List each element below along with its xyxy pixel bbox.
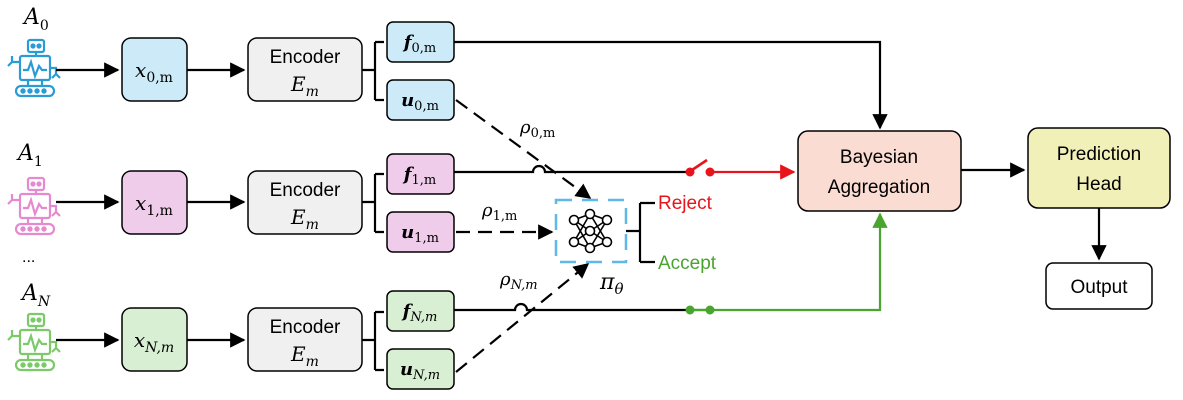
svg-text:fN,m: fN,m: [401, 301, 438, 325]
svg-text:A1: A1: [16, 141, 43, 170]
decision-bracket: [626, 201, 655, 264]
svg-text:Head: Head: [1076, 174, 1121, 195]
encoder-box-0: Encoder Em: [247, 37, 363, 102]
svg-text:AN: AN: [20, 281, 51, 310]
neural-network-icon: [568, 208, 613, 254]
svg-text:x0,m: x0,m: [135, 58, 173, 86]
encoder-fanout: [362, 40, 384, 372]
svg-text:Em: Em: [290, 205, 319, 233]
svg-text:u1,m: u1,m: [401, 222, 439, 246]
uncertainty-path-n: [455, 263, 590, 373]
uncertainty-box-n: uN,m: [386, 348, 455, 390]
uncertainty-box-1: u1,m: [386, 211, 455, 253]
svg-text:Em: Em: [290, 342, 319, 370]
input-arrows: [56, 62, 246, 348]
svg-text:u0,m: u0,m: [401, 90, 439, 114]
svg-text:xN,m: xN,m: [134, 328, 174, 356]
encoder-box-n: Encoder Em: [247, 307, 363, 372]
svg-text:Encoder: Encoder: [270, 47, 341, 68]
agent-label-0: A0: [22, 5, 49, 34]
robot-icon-n: [7, 312, 61, 372]
feature-path-n: [454, 302, 688, 312]
svg-text:x1,m: x1,m: [135, 191, 173, 219]
svg-text:Aggregation: Aggregation: [828, 177, 930, 198]
uncertainty-box-0: u0,m: [386, 79, 455, 121]
uncertainty-path-0: [455, 99, 592, 199]
ellipsis-label: ...: [22, 249, 35, 266]
feature-path-1: [454, 164, 688, 174]
robot-icon-1: [7, 176, 61, 236]
svg-text:Encoder: Encoder: [270, 317, 341, 338]
input-box-1: x1,m: [121, 170, 188, 235]
svg-text:f0,m: f0,m: [402, 32, 436, 56]
feature-path-0: [454, 40, 888, 130]
input-box-n: xN,m: [121, 307, 188, 372]
svg-text:Bayesian: Bayesian: [840, 147, 918, 168]
output-box: Output: [1045, 262, 1153, 310]
agent-label-n: AN: [20, 281, 51, 310]
bayesian-aggregation-box: Bayesian Aggregation: [797, 130, 962, 212]
accept-label: Accept: [658, 253, 717, 274]
feature-box-1: f1,m: [386, 153, 455, 195]
svg-text:Output: Output: [1070, 277, 1128, 298]
rho-label-0: ρ0,m: [519, 117, 555, 141]
rho-label-n: ρN,m: [499, 269, 538, 293]
policy-network: [554, 198, 628, 264]
svg-text:Prediction: Prediction: [1057, 144, 1142, 165]
robot-icon-0: [7, 38, 61, 98]
prediction-head-box: Prediction Head: [1027, 127, 1171, 209]
encoder-box-1: Encoder Em: [247, 170, 363, 235]
feature-box-n: fN,m: [386, 290, 455, 332]
policy-label: πθ: [599, 270, 624, 298]
feature-box-0: f0,m: [386, 21, 455, 63]
accept-switch: [685, 212, 888, 315]
svg-text:f1,m: f1,m: [402, 164, 436, 188]
reject-switch: [685, 158, 796, 180]
svg-text:Encoder: Encoder: [270, 180, 341, 201]
input-box-0: x0,m: [121, 37, 188, 102]
rho-label-1: ρ1,m: [481, 200, 517, 224]
reject-label: Reject: [658, 193, 713, 214]
agent-label-1: A1: [16, 141, 43, 170]
svg-text:A0: A0: [22, 5, 49, 34]
svg-text:Em: Em: [290, 72, 319, 100]
svg-text:uN,m: uN,m: [400, 359, 440, 383]
